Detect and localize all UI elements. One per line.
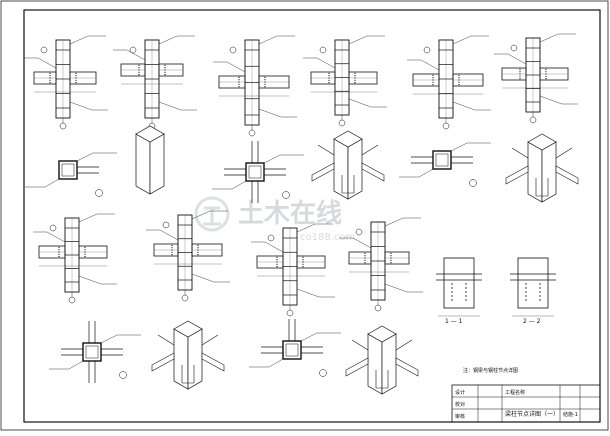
- section-mark-2: 2 — 2: [523, 318, 541, 325]
- plan-detail-5: [249, 319, 341, 377]
- note-caption: 注：钢梁与钢柱节点详图: [463, 367, 518, 374]
- elevation-detail-1: [24, 35, 108, 130]
- plan-detail-4: [49, 321, 141, 383]
- section-detail-1: [436, 257, 482, 317]
- watermark-brand: 土木在线: [238, 199, 342, 229]
- tb-row-approve: 审核: [455, 413, 465, 420]
- tb-sheet-no: 结施-1: [563, 411, 578, 418]
- elevation-detail-7: [33, 213, 117, 304]
- iso-detail-2: [311, 130, 385, 200]
- drawing-frame: [23, 9, 601, 423]
- title-block: 设计 校对 审核 工程名称 梁柱节点详图（一） 结施-1: [451, 384, 601, 423]
- iso-detail-3: [505, 133, 579, 203]
- elevation-detail-9: [251, 223, 335, 317]
- section-detail-2: [510, 257, 556, 317]
- elevation-detail-3: [213, 35, 297, 137]
- elevation-detail-4: [303, 35, 387, 127]
- watermark: 土木在线 co188.com: [194, 196, 355, 243]
- iso-detail-5: [345, 325, 419, 395]
- plan-detail-2: [212, 141, 304, 203]
- elevation-detail-6: [494, 33, 578, 124]
- section-mark-1: 1 — 1: [445, 318, 463, 325]
- plan-detail-1: [25, 152, 117, 197]
- watermark-site: co188.com: [300, 232, 355, 243]
- elevation-detail-10: [339, 217, 423, 312]
- node-details: [24, 33, 579, 395]
- tb-row-design: 设计: [455, 389, 465, 396]
- iso-detail-1: [135, 125, 165, 195]
- tb-project-label: 工程名称: [505, 389, 525, 396]
- tb-drawing-title: 梁柱节点详图（一）: [505, 410, 559, 418]
- elevation-detail-2: [113, 35, 197, 130]
- iso-detail-4: [151, 320, 225, 390]
- plan-detail-3: [399, 142, 491, 187]
- elevation-detail-5: [407, 35, 491, 130]
- elevation-detail-8: [146, 210, 230, 302]
- tb-row-check: 校对: [455, 401, 465, 408]
